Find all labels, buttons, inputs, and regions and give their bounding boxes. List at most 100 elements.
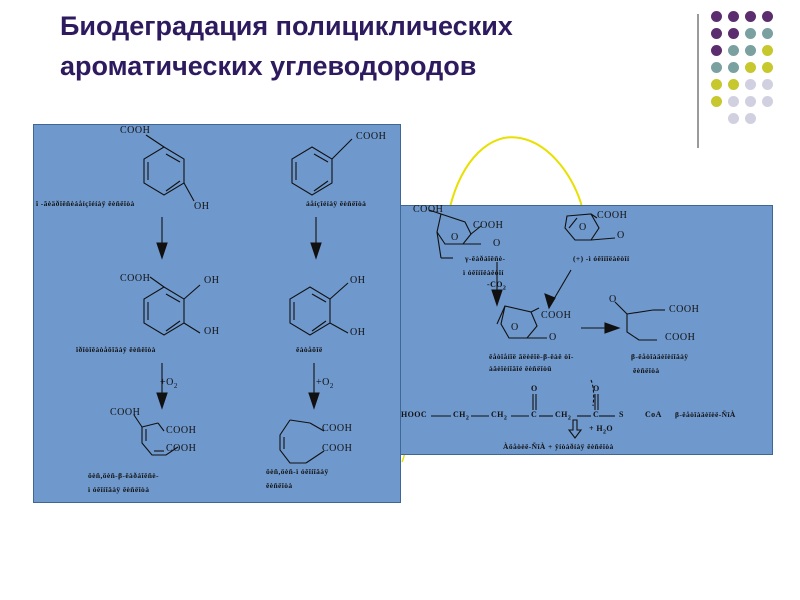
arrow-down-icon <box>156 392 168 410</box>
decorative-dot <box>711 62 722 73</box>
formula-o: O <box>549 332 557 343</box>
compound-label: öèñ,öèñ-β-êàðáîêñè- <box>88 471 159 480</box>
compound-label: àäèïèíîâîé êèñëîòû <box>489 364 552 373</box>
compound-label: áåíçîéíàÿ êèñëîòà <box>306 199 367 208</box>
formula-cooh: COOH <box>166 443 197 454</box>
compound-label: ï -ãèäðîêñèáåíçîéíàÿ êèñëîòà <box>36 199 135 208</box>
decorative-dot <box>728 113 739 124</box>
decorative-dot <box>728 79 739 90</box>
products-label: Àöåòèë-ÑîÀ + ÿíòàðíàÿ êèñëîòà <box>503 442 614 451</box>
decorative-dot <box>728 96 739 107</box>
decorative-dot <box>762 45 773 56</box>
decorative-dot <box>728 28 739 39</box>
decorative-dot <box>745 45 756 56</box>
compound-label: β-êåòîàäèïèë-ÑîÀ <box>675 410 736 419</box>
formula-o: O <box>531 384 538 393</box>
compound-label: êåòîåíîë ãëèêîë-β-ëàê òî- <box>489 352 574 361</box>
water-label: + H2O <box>589 424 614 436</box>
open-chain-structure <box>133 414 179 456</box>
benzene-ring <box>143 286 185 336</box>
compound-label: ì óêîíîâàÿ êèñëîòà <box>88 485 150 494</box>
arrow-down-icon <box>156 242 168 260</box>
formula-cooh: COOH <box>541 310 572 321</box>
arrow-right-icon <box>604 322 621 334</box>
formula-ch2: CH2 <box>491 410 508 422</box>
compound-label: êèñëîòà <box>266 481 293 490</box>
formula-o: O <box>617 230 625 241</box>
compound-label: (+) -ì óêîíîëàêòîí <box>573 254 630 263</box>
formula-cooh: COOH <box>413 204 444 215</box>
formula-oh: OH <box>204 275 220 286</box>
formula-ch2: CH2 <box>555 410 572 422</box>
decorative-dot <box>762 96 773 107</box>
decorative-dot <box>728 45 739 56</box>
formula-ch2: CH2 <box>453 410 470 422</box>
oxygen-label: +O2 <box>316 377 334 390</box>
decorative-dot <box>711 28 722 39</box>
open-chain-structure <box>279 419 306 464</box>
compound-label: ì óêîíîëàêòîí <box>463 268 504 277</box>
right-pathway-panel: COOH COOH O O γ-êàðáîêñè- ì óêîíîëàêòîí … <box>400 204 773 455</box>
compound-label: γ-êàðáîêñè- <box>465 254 506 263</box>
left-structures <box>133 134 353 464</box>
formula-cooh: COOH <box>322 423 353 434</box>
compound-label: β-êåòîàäèïèíîâàÿ <box>631 352 689 361</box>
formula-o: O <box>451 232 459 243</box>
oxygen-label: +O2 <box>160 377 178 390</box>
formula-cooh: COOH <box>473 220 504 231</box>
open-chain-structure <box>614 301 657 341</box>
slide-title: Биодеградация полициклических ароматичес… <box>60 11 513 81</box>
arrow-down-icon <box>308 392 320 410</box>
decorative-dot <box>728 11 739 22</box>
left-pathway-panel: COOH OH ï -ãèäðîêñèáåíçîéíàÿ êèñëîòà COO… <box>33 124 401 503</box>
benzene-ring <box>289 286 331 336</box>
formula-oh: OH <box>204 326 220 337</box>
decorative-dot <box>762 28 773 39</box>
formula-hooc: HOOC <box>401 410 428 419</box>
formula-cooh: COOH <box>597 210 628 221</box>
formula-o: O <box>579 222 587 233</box>
compound-label: êèñëîòà <box>633 366 660 375</box>
decorative-dot <box>745 113 756 124</box>
formula-o: O <box>493 238 501 249</box>
right-structures <box>428 209 665 439</box>
benzene-ring <box>291 146 333 196</box>
formula-c: C <box>593 410 600 419</box>
formula-coa: CoA <box>645 410 662 419</box>
lactone-ring <box>500 305 538 339</box>
formula-c: C <box>531 410 538 419</box>
compound-label: ïðîòîêàòåõîâàÿ êèñëîòà <box>76 345 156 354</box>
formula-cooh: COOH <box>120 125 151 136</box>
formula-o: O <box>593 384 600 393</box>
decorative-dot <box>745 79 756 90</box>
decorative-dot <box>762 79 773 90</box>
decorative-dot <box>711 79 722 90</box>
formula-s: S <box>619 410 624 419</box>
decorative-dot <box>711 45 722 56</box>
formula-cooh: COOH <box>166 425 197 436</box>
formula-cooh: COOH <box>356 131 387 142</box>
compound-label: öèñ,öèñ-ì óêîíîâàÿ <box>266 467 329 476</box>
formula-oh: OH <box>194 201 210 212</box>
decorative-dot <box>745 28 756 39</box>
decorative-dot <box>711 96 722 107</box>
title-divider <box>697 14 699 148</box>
decorative-dot <box>762 62 773 73</box>
decorative-dot <box>762 11 773 22</box>
decorative-dot <box>745 96 756 107</box>
decorative-dot <box>745 62 756 73</box>
formula-cooh: COOH <box>322 443 353 454</box>
formula-o: O <box>609 294 617 305</box>
decorative-dot <box>745 11 756 22</box>
co2-label: -CO2 <box>487 280 507 292</box>
decorative-dot <box>728 62 739 73</box>
formula-cooh: COOH <box>669 304 700 315</box>
formula-cooh: COOH <box>120 273 151 284</box>
formula-oh: OH <box>350 327 366 338</box>
formula-cooh: COOH <box>110 407 141 418</box>
arrow-down-icon <box>310 242 322 260</box>
formula-o: O <box>511 322 519 333</box>
arrow-down-icon <box>491 289 503 307</box>
formula-cooh: COOH <box>665 332 696 343</box>
decorative-dot <box>711 11 722 22</box>
